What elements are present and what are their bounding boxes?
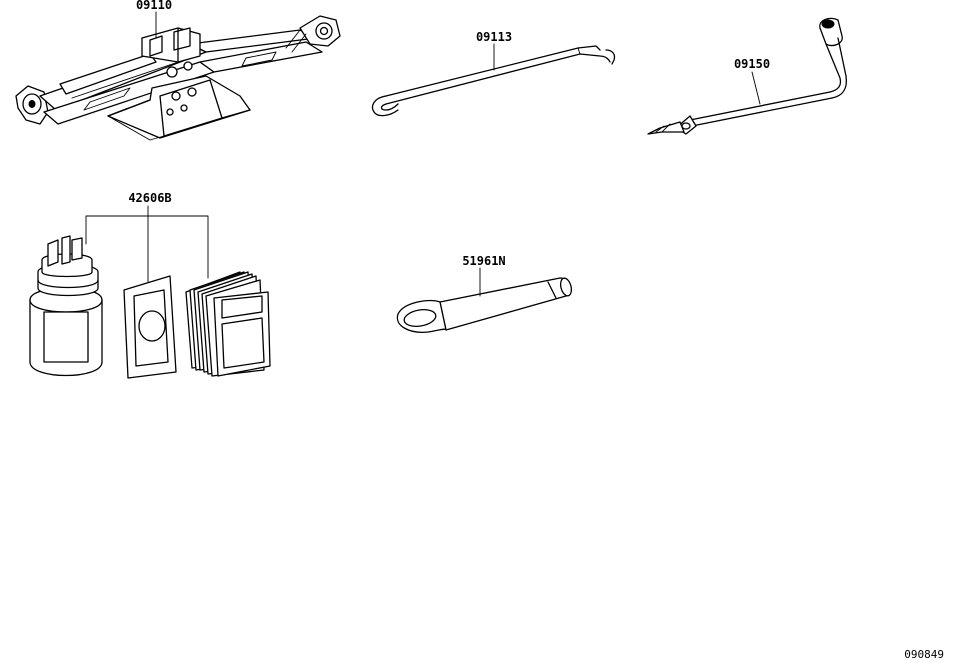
part-label-09113: 09113 (476, 30, 512, 44)
part-label-09110: 09110 (136, 0, 172, 12)
tow-eye-hook-icon[interactable] (396, 267, 573, 333)
part-label-51961N: 51961N (462, 254, 505, 268)
part-label-42606B: 42606B (128, 191, 171, 205)
tire-repair-kit-icon[interactable] (29, 205, 271, 379)
scissor-jack-icon[interactable] (15, 11, 341, 141)
diagram-ref-number: 090849 (904, 648, 944, 661)
part-label-09150: 09150 (734, 57, 770, 71)
lug-wrench-icon[interactable] (647, 17, 848, 135)
jack-handle-rod-icon[interactable] (371, 43, 616, 117)
